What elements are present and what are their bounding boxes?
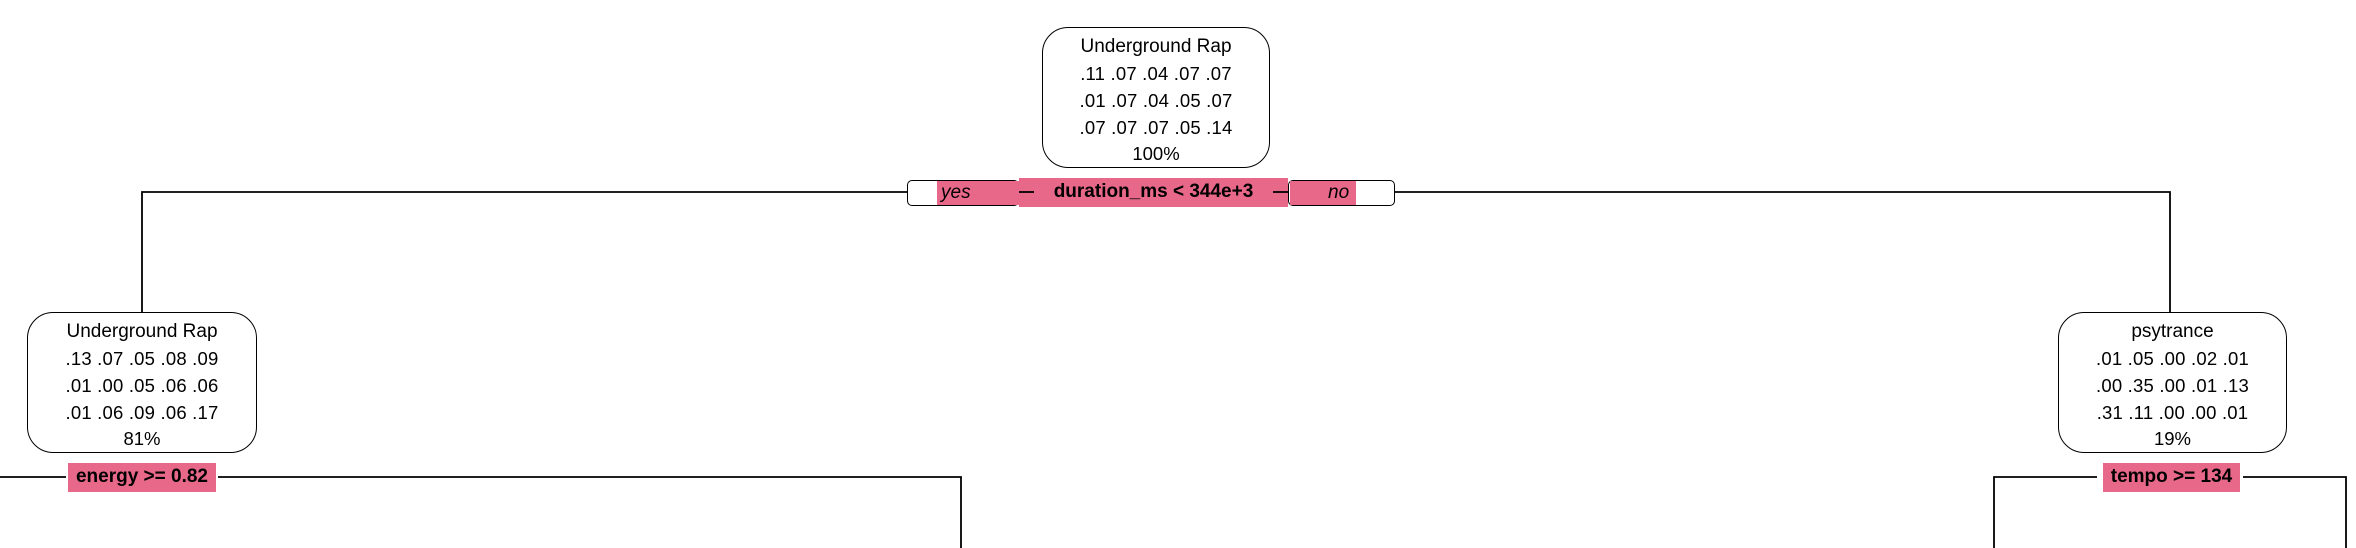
- right-split-label: tempo >= 134: [2103, 463, 2240, 492]
- no-label: no: [1290, 181, 1356, 205]
- node-class-label: Underground Rap: [66, 321, 218, 342]
- node-probabilities: .31 .11 .00 .00 .01: [2096, 402, 2249, 423]
- node-probabilities: .01 .05 .00 .02 .01: [2096, 348, 2249, 369]
- node-probabilities: .11 .07 .04 .07 .07: [1080, 63, 1232, 84]
- node-percent: 19%: [2153, 428, 2192, 449]
- node-percent: 100%: [1132, 143, 1180, 164]
- edge-right-right: [2243, 476, 2347, 548]
- node-probabilities: .01 .06 .09 .06 .17: [65, 402, 219, 423]
- node-percent: 81%: [123, 428, 161, 449]
- edge-right-left: [1993, 476, 2097, 548]
- node-probabilities: .01 .00 .05 .06 .06: [65, 375, 219, 396]
- right-node: psytrance .01 .05 .00 .02 .01 .00 .35 .0…: [2058, 312, 2287, 453]
- node-probabilities: .07 .07 .07 .05 .14: [1079, 117, 1233, 138]
- node-probabilities: .01 .07 .04 .05 .07: [1079, 90, 1233, 111]
- edge-root-right: [1394, 191, 2171, 312]
- node-probabilities: .13 .07 .05 .08 .09: [65, 348, 219, 369]
- root-node: Underground Rap .11 .07 .04 .07 .07 .01 …: [1042, 27, 1270, 168]
- left-node: Underground Rap .13 .07 .05 .08 .09 .01 …: [27, 312, 257, 453]
- left-split-label: energy >= 0.82: [68, 463, 216, 492]
- edge-root-left: [141, 191, 907, 312]
- node-probabilities: .00 .35 .00 .01 .13: [2096, 375, 2249, 396]
- root-split-label: duration_ms < 344e+3: [1019, 178, 1288, 207]
- node-class-label: psytrance: [2131, 321, 2214, 342]
- node-class-label: Underground Rap: [1080, 36, 1232, 57]
- edge-left-right: [218, 476, 962, 548]
- yes-label: yes: [937, 181, 1019, 205]
